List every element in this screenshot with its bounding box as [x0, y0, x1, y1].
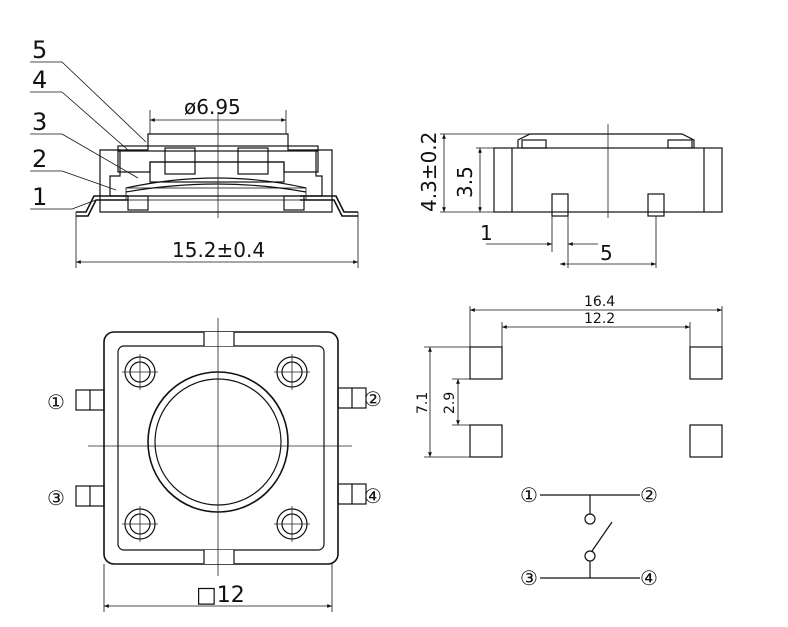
pad-top-left [469, 346, 503, 380]
housing [99, 149, 333, 213]
pad-top-right [689, 346, 723, 380]
pad-gap-label: 2.9 [442, 392, 458, 414]
side-view: 4.3±0.2 3.5 1 5 [417, 124, 723, 268]
size-label: □12 [196, 583, 245, 608]
top-pin1-label: ① [47, 390, 65, 414]
sch-switch-lever [591, 521, 613, 552]
pad-span-label: 7.1 [415, 392, 431, 414]
dia-label: ø6.95 [184, 95, 241, 119]
width-label: 15.2±0.4 [172, 238, 265, 262]
stem-left [164, 147, 196, 175]
callout-2: 2 [30, 145, 117, 191]
sch-pin4-label: ④ [640, 566, 658, 590]
sch-contact-top [584, 513, 596, 525]
sch-pin1-label: ① [520, 483, 538, 507]
top-outer-frame [103, 331, 339, 565]
pin-pitch-label: 5 [600, 241, 613, 265]
callout-1-label: 1 [32, 183, 47, 211]
sch-pin3-label: ③ [520, 566, 538, 590]
callout-4: 4 [30, 66, 129, 151]
outer-span-label: 16.4 [584, 294, 615, 310]
callout-5-label: 5 [32, 36, 47, 64]
callout-3-label: 3 [32, 108, 47, 136]
height-total-label: 4.3±0.2 [417, 132, 441, 212]
callout-2-label: 2 [32, 145, 47, 173]
terminal-right [300, 195, 358, 213]
base-layer [125, 187, 307, 201]
terminal-left [76, 195, 128, 213]
callout-1: 1 [30, 183, 97, 211]
top-pin4-label: ④ [364, 484, 382, 508]
section-view: 5 4 3 2 1 [30, 36, 359, 268]
top-pin2-label: ② [364, 387, 382, 411]
pad-bottom-right [689, 424, 723, 458]
corner-holes [122, 354, 310, 542]
callout-4-label: 4 [32, 66, 47, 94]
side-leg-left [551, 193, 569, 217]
inner-cavity [149, 161, 285, 183]
dome-contact [125, 177, 307, 189]
sch-pin2-label: ② [640, 483, 658, 507]
side-leg-right [647, 193, 665, 217]
callout-5: 5 [30, 36, 147, 143]
pad-bottom-left [469, 424, 503, 458]
pin-width-label: 1 [480, 221, 493, 245]
schematic: ① ② ③ ④ [520, 483, 658, 590]
sch-contact-bottom [584, 550, 596, 562]
inner-span-label: 12.2 [584, 311, 615, 327]
top-view: ① ② ③ ④ □12 [47, 318, 382, 612]
side-top-bar [517, 133, 695, 148]
stem-right [237, 147, 269, 175]
height-body-label: 3.5 [453, 166, 477, 198]
footprint: 16.4 12.2 7.1 2.9 [415, 294, 723, 458]
top-pin3-label: ③ [47, 486, 65, 510]
